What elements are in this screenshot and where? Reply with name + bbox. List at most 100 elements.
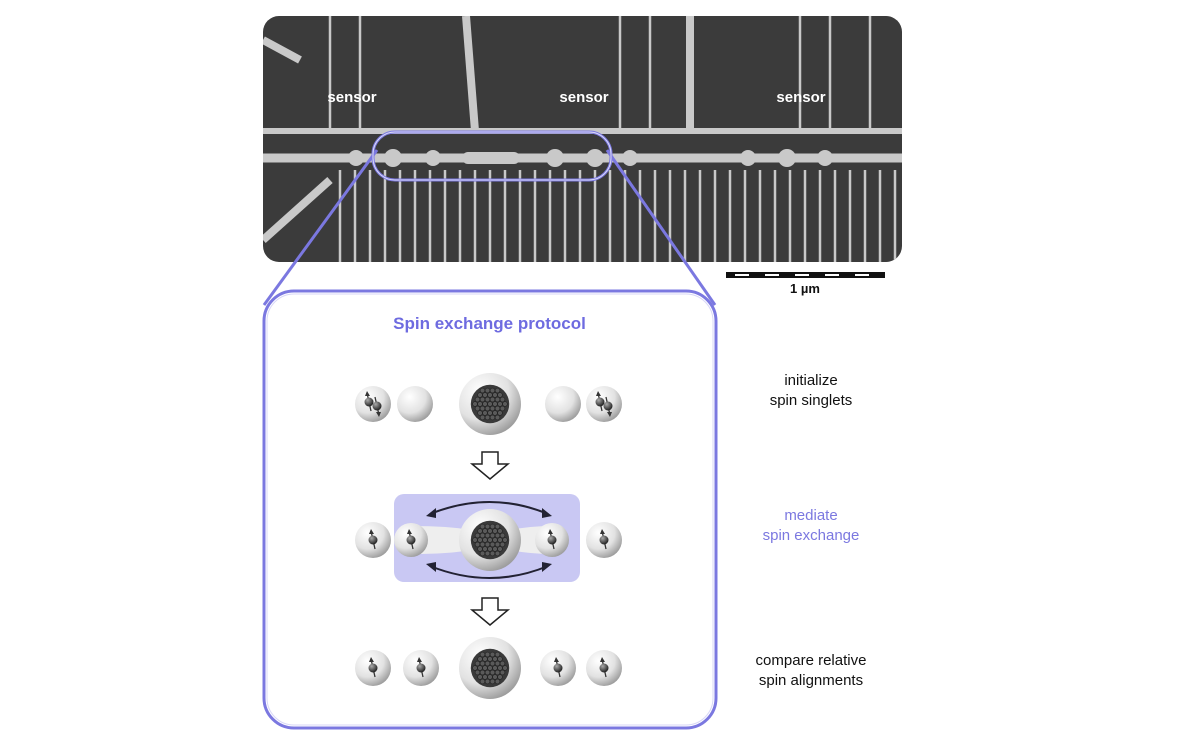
cluster-electron: [479, 414, 486, 421]
gate-lead: [263, 177, 333, 243]
cluster-electron: [494, 532, 501, 539]
quantum-dot: [425, 150, 441, 166]
spin-arrowhead: [548, 529, 553, 534]
cluster-electron: [477, 537, 483, 543]
cluster-electron: [489, 414, 496, 421]
cluster-electron: [494, 414, 501, 421]
electron: [599, 535, 609, 545]
cluster-electron: [492, 401, 498, 407]
electron: [603, 401, 613, 411]
cluster-electron: [479, 669, 486, 676]
cluster-electron: [499, 669, 506, 676]
electron: [416, 663, 426, 673]
cluster-electron: [474, 541, 481, 548]
cluster-electron: [502, 665, 508, 671]
cluster-electron: [494, 541, 501, 548]
quantum-dot: [546, 149, 564, 167]
step-line: spin singlets: [769, 392, 853, 409]
spin-arrowhead: [600, 657, 605, 662]
cluster-electron: [479, 550, 486, 557]
cluster-electron: [497, 665, 503, 671]
spin-arrowhead: [417, 657, 422, 662]
cluster-electron: [484, 414, 491, 421]
cluster-electron: [477, 401, 483, 407]
cluster-electron: [482, 401, 488, 407]
cluster-electron: [499, 405, 506, 412]
cluster-electron: [499, 541, 506, 548]
cluster-electron: [499, 532, 506, 539]
cluster-electron: [492, 537, 498, 543]
quantum-dot: [817, 150, 833, 166]
cluster-electron: [474, 660, 481, 667]
cluster-electron: [482, 537, 488, 543]
cluster-electron: [482, 674, 488, 680]
quantum-dot: [740, 150, 756, 166]
cluster-electron: [472, 665, 478, 671]
cluster-electron: [487, 410, 493, 416]
protocol-title: Spin exchange protocol: [393, 314, 586, 333]
cluster-electron: [489, 396, 496, 403]
cluster-electron: [479, 678, 486, 685]
cluster-electron: [487, 674, 493, 680]
cluster-electron: [482, 546, 488, 552]
scale-tick: [735, 274, 749, 276]
cluster-electron: [489, 387, 496, 394]
gate-lead: [263, 36, 302, 64]
cluster-electron: [477, 392, 483, 398]
cluster-electron: [492, 392, 498, 398]
step-arrow-icon: [469, 451, 511, 480]
cluster-electron: [492, 674, 498, 680]
cluster-electron: [497, 410, 503, 416]
gate-lead: [462, 16, 479, 132]
electron: [372, 401, 382, 411]
step-arrow-icon: [469, 597, 511, 626]
micrograph: [263, 16, 902, 262]
arrowhead: [426, 508, 436, 518]
cluster-electron: [484, 541, 491, 548]
electron: [368, 663, 378, 673]
cluster-electron: [482, 410, 488, 416]
cluster-electron: [494, 550, 501, 557]
spin-arrowhead: [554, 657, 559, 662]
cluster-electron: [494, 651, 501, 658]
cluster-electron: [492, 528, 498, 534]
scale-tick: [795, 274, 809, 276]
scale-bar-label: 1 µm: [790, 281, 820, 296]
step-line: compare relative: [755, 652, 867, 669]
cluster-electron: [484, 550, 491, 557]
sensor-label: sensor: [327, 89, 377, 106]
cluster-electron: [502, 537, 508, 543]
cluster-electron: [492, 656, 498, 662]
quantum-dot-rows: [355, 373, 622, 699]
cluster-electron: [489, 678, 496, 685]
step-line: spin exchange: [762, 527, 860, 544]
electron: [553, 663, 563, 673]
spin-arrowhead: [596, 391, 601, 396]
cluster-electron: [479, 396, 486, 403]
cluster-electron: [492, 410, 498, 416]
cluster-electron: [472, 537, 478, 543]
step-label-initialize: initialize spin singlets: [701, 371, 921, 411]
cluster-electron: [502, 401, 508, 407]
cluster-electron: [477, 656, 483, 662]
exchange-arrows: [426, 501, 552, 579]
spin-arrowhead: [407, 529, 412, 534]
cluster-electron: [497, 546, 503, 552]
cluster-electron: [487, 546, 493, 552]
cluster-electron: [499, 396, 506, 403]
cluster-electron: [494, 523, 501, 530]
cluster-electron: [497, 392, 503, 398]
sensor-label: sensor: [776, 89, 826, 106]
cluster-electron: [494, 396, 501, 403]
cluster-electron: [484, 669, 491, 676]
cluster-electron: [477, 528, 483, 534]
cluster-electron: [479, 387, 486, 394]
cluster-electron: [484, 532, 491, 539]
cluster-electron: [479, 523, 486, 530]
exchange-arrow-top: [429, 501, 549, 515]
connector-line: [262, 149, 379, 306]
cluster-electron: [489, 669, 496, 676]
cluster-electron: [484, 523, 491, 530]
cluster-electron: [482, 665, 488, 671]
cluster-electron: [477, 665, 483, 671]
